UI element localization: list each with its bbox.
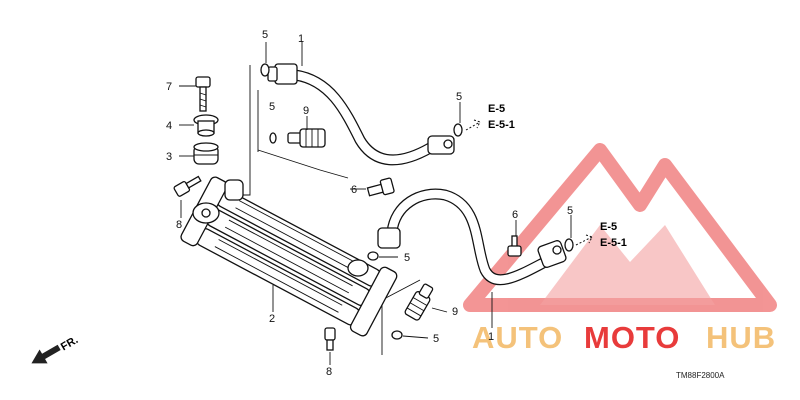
rubber-mount-3 (193, 142, 219, 165)
callout-9-bottom: 9 (452, 306, 458, 318)
cooler-mount-hole (201, 208, 211, 218)
fitting-9-bottom (404, 283, 434, 321)
cooler-lower-fitting (347, 259, 369, 277)
washer-5-left (269, 132, 277, 144)
ref-label-upper-a: E-5 (488, 103, 505, 115)
ref-label-lower-a: E-5 (600, 221, 617, 233)
bolt-6-mid (366, 177, 395, 197)
watermark-logo (463, 143, 777, 312)
cooler-upper-fitting (224, 179, 244, 201)
collar-4 (193, 114, 219, 137)
callout-9-top: 9 (303, 105, 309, 117)
leader-9-bottom (431, 307, 448, 313)
upper-oil-hose (267, 63, 455, 166)
ref-label-upper-b: E-5-1 (488, 119, 515, 131)
callout-1-bottom: 1 (488, 331, 494, 343)
callout-5-left: 5 (269, 101, 275, 113)
callout-4: 4 (166, 120, 172, 132)
fitting-9-top (287, 128, 326, 148)
callout-5-bottom: 5 (433, 333, 439, 345)
front-label: FR. (59, 334, 80, 353)
callout-8-bottom: 8 (326, 366, 332, 378)
callout-5-mid: 5 (404, 252, 410, 264)
ref-label-lower-b: E-5-1 (600, 237, 627, 249)
ref-arrow-lower (575, 234, 593, 246)
washer-5-right (564, 238, 574, 252)
oil-cooler (180, 176, 398, 337)
callout-6-right: 6 (512, 209, 518, 221)
callout-5-arrow-top: 5 (456, 91, 462, 103)
callout-3: 3 (166, 151, 172, 163)
callout-5-top: 5 (262, 29, 268, 41)
bracket-line-9-top (257, 149, 349, 179)
bolt-6-right (507, 235, 522, 257)
washer-5-mid (367, 251, 379, 261)
washer-5-arrow-top (453, 123, 463, 137)
lower-oil-hose (377, 188, 567, 286)
bolt-7 (195, 76, 211, 112)
leader-5-bottom (402, 335, 429, 339)
callout-7: 7 (166, 81, 172, 93)
callout-8-top: 8 (176, 219, 182, 231)
diagram-code: TM88F2800A (676, 371, 725, 380)
washer-5-bottom (391, 330, 403, 340)
watermark-text-hub: HUB (706, 320, 776, 355)
bolt-8-bottom (324, 327, 336, 351)
watermark-text-auto: AUTO (472, 320, 563, 355)
front-direction-arrow: FR. (31, 334, 80, 364)
bolt-8-top (173, 175, 202, 197)
washer-5-top (260, 63, 270, 77)
callout-1-top: 1 (298, 33, 304, 45)
ref-arrow-upper (465, 119, 481, 131)
callout-5-right: 5 (567, 205, 573, 217)
callout-6-mid: 6 (351, 184, 357, 196)
watermark-text-moto: MOTO (584, 320, 680, 355)
callout-2: 2 (269, 313, 275, 325)
bracket-line-upper (232, 65, 251, 196)
